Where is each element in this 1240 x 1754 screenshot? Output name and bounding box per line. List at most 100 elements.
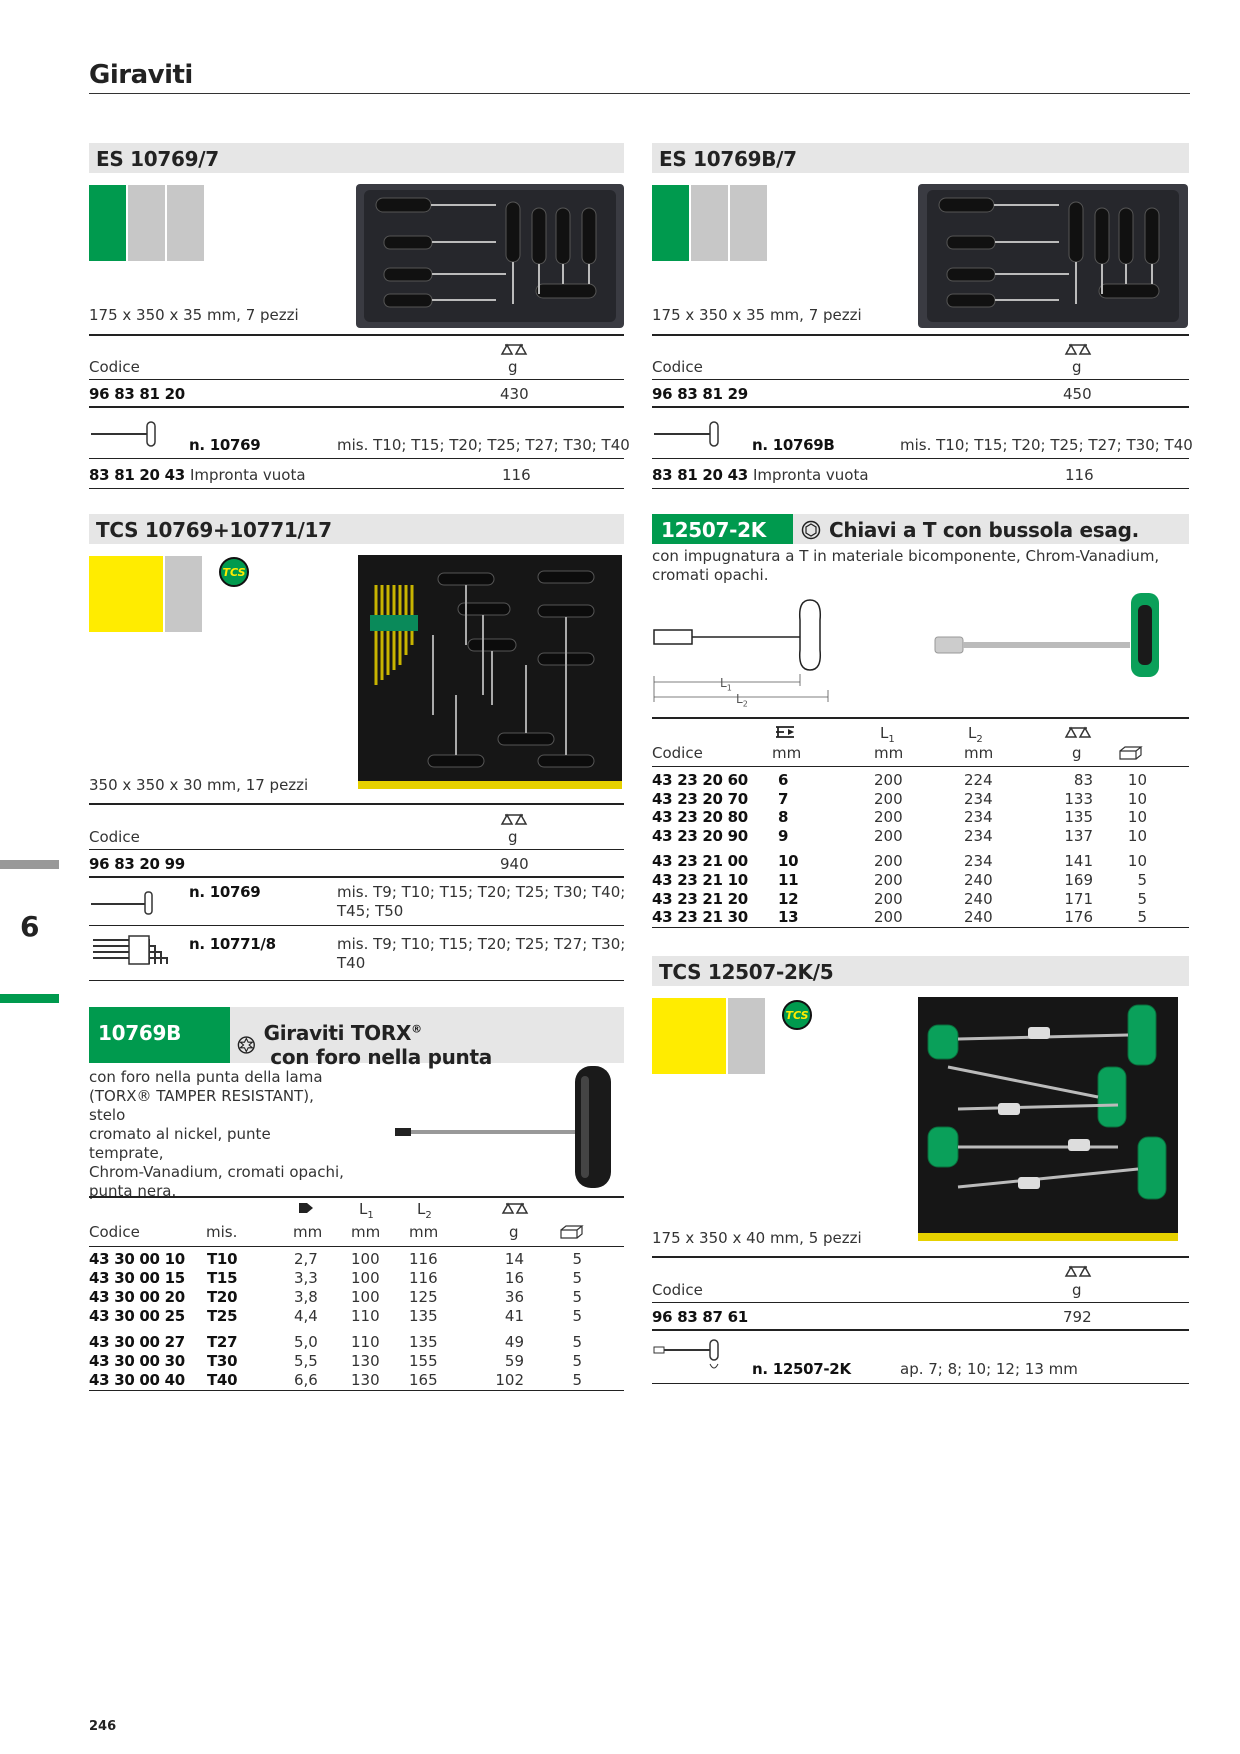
swatch-yellow <box>652 998 726 1074</box>
col-l1-sub: 1 <box>888 734 895 745</box>
cell-pack: 5 <box>572 1288 582 1306</box>
cell-weight: 135 <box>1064 808 1093 827</box>
insert-label: Impronta vuota <box>753 466 869 484</box>
dimension-l1: L <box>720 676 727 690</box>
socket-size-icon <box>776 726 794 738</box>
t-handle-screwdriver-icon <box>91 421 156 447</box>
rule <box>89 876 624 878</box>
tray-image-tcs-12507 <box>918 997 1178 1241</box>
rule <box>89 980 624 981</box>
cell-l1: 200 <box>874 826 903 845</box>
weight-icon <box>1064 726 1092 738</box>
cell-size: 13 <box>778 908 799 927</box>
item-sizes: T40 <box>337 954 366 972</box>
product-weight: 450 <box>1063 385 1092 403</box>
cell-size: 7 <box>778 789 789 808</box>
column-header-code: Codice <box>89 358 140 376</box>
cell-code: 43 23 20 70 <box>652 789 748 808</box>
section-heading-tcs-10769-10771: TCS 10769+10771/17 <box>89 514 624 544</box>
cell-l2: 234 <box>964 852 993 871</box>
swatch-grey <box>128 185 165 261</box>
t-handle-screwdriver-icon <box>91 891 153 915</box>
product-weight: 940 <box>500 855 529 873</box>
swatch-grey <box>691 185 728 261</box>
tray-image-es10769-7 <box>356 184 624 328</box>
product-weight: 430 <box>500 385 529 403</box>
product-title: Chiavi a T con bussola esag. <box>801 514 1139 542</box>
rule <box>89 1196 624 1198</box>
cell-weight: 171 <box>1064 889 1093 908</box>
product-code-badge: 10769B <box>89 1007 230 1063</box>
description-line: con foro nella punta della lama <box>89 1068 323 1086</box>
product-title-text: Chiavi a T con bussola esag. <box>829 518 1139 542</box>
cell-diameter: 5,5 <box>294 1352 318 1370</box>
page-number: 246 <box>89 1719 117 1734</box>
swatch-grey <box>728 998 765 1074</box>
column-header-code: Codice <box>652 1281 703 1299</box>
chapter-number: 6 <box>20 910 40 943</box>
cell-pack: 5 <box>1137 871 1147 889</box>
col-l2-sub: 2 <box>976 734 983 745</box>
description-line: cromati opachi. <box>652 566 769 584</box>
product-title-end: con foro nella punta <box>263 1045 492 1069</box>
item-sizes: ap. 7; 8; 10; 12; 13 mm <box>900 1360 1078 1378</box>
cell-size: T30 <box>207 1352 238 1370</box>
cell-l2: 155 <box>409 1352 438 1370</box>
rule <box>89 925 624 926</box>
cell-l1: 130 <box>351 1352 380 1370</box>
torx-profile-icon <box>237 1036 255 1054</box>
insert-weight: 116 <box>1065 466 1094 484</box>
rule <box>89 849 624 850</box>
item-sizes: mis. T10; T15; T20; T25; T27; T30; T40 <box>337 436 630 454</box>
product-code: 96 83 20 99 <box>89 855 185 873</box>
t-handle-screwdriver-icon <box>654 421 719 447</box>
cell-l1: 200 <box>874 908 903 927</box>
cell-pack: 10 <box>1127 852 1147 871</box>
tray-image-es10769b-7 <box>918 184 1188 328</box>
cell-pack: 5 <box>1137 908 1147 927</box>
cell-l1: 100 <box>351 1269 380 1287</box>
column-header-weight: g <box>1072 1281 1082 1299</box>
cell-code: 43 30 00 40 <box>89 1371 185 1389</box>
section-heading-tcs-12507: TCS 12507-2K/5 <box>652 956 1189 986</box>
product-code: 96 83 81 29 <box>652 385 748 403</box>
cell-diameter: 5,0 <box>294 1333 318 1351</box>
section-heading-es10769-7: ES 10769/7 <box>89 143 624 173</box>
rule <box>652 458 1189 459</box>
cell-l2: 135 <box>409 1307 438 1325</box>
item-sizes: mis. T9; T10; T15; T20; T25; T30; T40; <box>337 883 626 901</box>
cell-code: 43 23 21 20 <box>652 889 748 908</box>
item-ref: n. 12507-2K <box>752 1360 851 1378</box>
cell-pack: 5 <box>572 1371 582 1389</box>
color-swatches <box>89 185 204 261</box>
weight-icon <box>501 1202 529 1214</box>
t-socket-wrench-photo <box>934 593 1159 677</box>
item-ref: n. 10771/8 <box>189 935 276 953</box>
rule <box>652 379 1189 380</box>
cell-size: T27 <box>207 1333 238 1351</box>
cell-size: T10 <box>207 1250 238 1268</box>
t-socket-wrench-icon <box>653 1339 719 1369</box>
cell-code: 43 23 21 00 <box>652 852 748 871</box>
col-code: Codice <box>652 744 703 762</box>
cell-diameter: 4,4 <box>294 1307 318 1325</box>
cell-code: 43 30 00 20 <box>89 1288 185 1306</box>
cell-l2: 116 <box>409 1269 438 1287</box>
rule <box>89 334 624 336</box>
col-l2-sub: 2 <box>425 1210 432 1221</box>
cell-size: T15 <box>207 1269 238 1287</box>
cell-l1: 100 <box>351 1250 380 1268</box>
cell-l2: 234 <box>964 789 993 808</box>
description-line: cromato al nickel, punte temprate, <box>89 1125 271 1162</box>
chapter-marker-bar <box>0 860 59 869</box>
item-ref: n. 10769 <box>189 883 261 901</box>
cell-size: 9 <box>778 826 789 845</box>
weight-icon <box>500 813 528 825</box>
cell-pack: 10 <box>1127 826 1147 845</box>
t-socket-wrench-drawing <box>653 599 829 702</box>
